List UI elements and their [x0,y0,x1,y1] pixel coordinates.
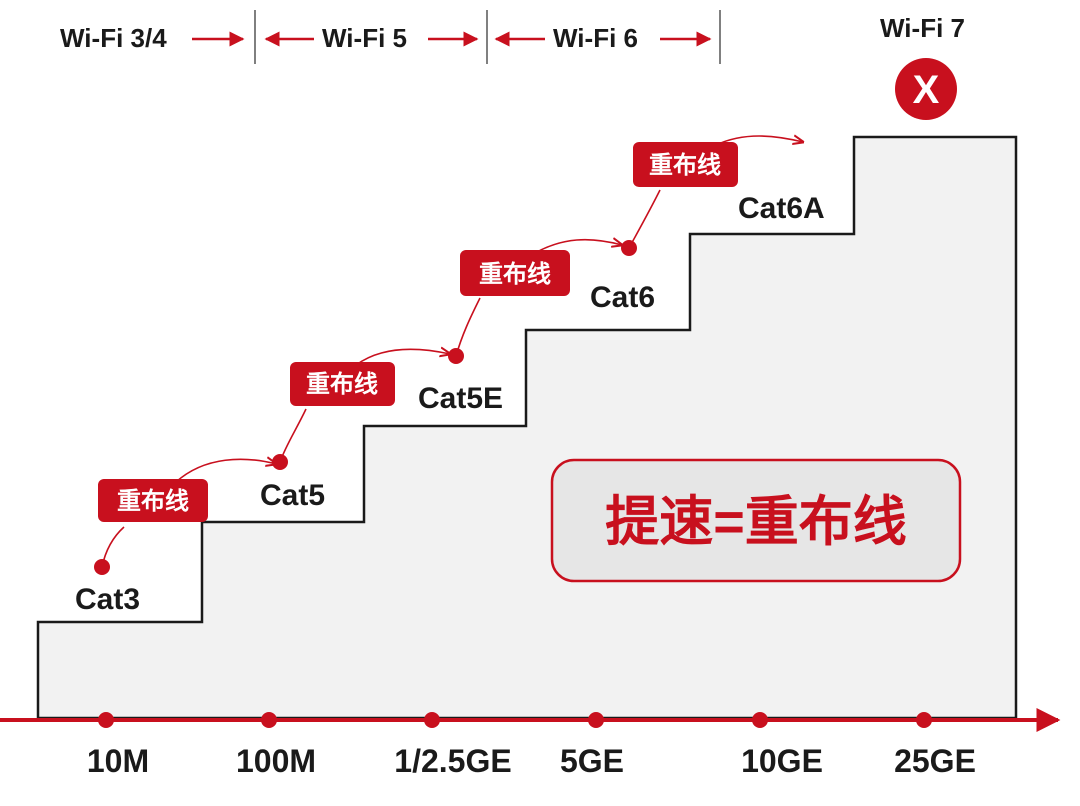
path-tag4-cat6a [715,136,803,146]
rewire-tag-4: 重布线 [633,142,738,187]
staircase [36,135,1018,720]
rewire-tag-label: 重布线 [306,370,378,398]
path-cat6-tag4 [628,189,661,249]
speed-dot-5ge [588,712,604,728]
speed-dot-25ge [916,712,932,728]
cable-label-cat5: Cat5 [260,479,325,512]
rewire-tag-label: 重布线 [649,151,721,179]
path-tag1-cat5 [175,459,276,483]
wifi-label-3-4: Wi-Fi 3/4 [60,23,167,53]
cable-label-cat5e: Cat5E [418,382,503,415]
rewire-tag-label: 重布线 [117,487,189,515]
speed-label-5ge: 5GE [560,743,624,779]
speed-label-1-2-5ge: 1/2.5GE [394,743,511,779]
path-cat5-tag2 [279,408,307,463]
x-mark: X [913,68,940,112]
wifi-label-6: Wi-Fi 6 [553,23,638,53]
speed-label-100m: 100M [236,743,316,779]
speed-label-10m: 10M [87,743,149,779]
speed-axis-dots [98,712,932,728]
rewire-tag-1: 重布线 [98,479,208,522]
banner-text: 提速=重布线 [605,492,907,552]
x-circle-icon: X [895,58,957,120]
speed-dot-1-2-5ge [424,712,440,728]
cable-dots [94,240,637,575]
dot-cat3 [94,559,110,575]
wifi-separators [254,10,721,64]
speed-label-25ge: 25GE [894,743,976,779]
rewire-tag-label: 重布线 [479,260,551,288]
speed-dot-10ge [752,712,768,728]
dot-cat5e [448,348,464,364]
speedup-banner: 提速=重布线 [550,458,962,583]
rewire-tag-3: 重布线 [460,250,570,296]
speed-dot-100m [261,712,277,728]
dot-cat5 [272,454,288,470]
rewire-tag-2: 重布线 [290,362,395,406]
wifi-label-7: Wi-Fi 7 [880,13,965,43]
wifi-label-5: Wi-Fi 5 [322,23,407,53]
cable-label-cat6: Cat6 [590,281,655,314]
speed-label-10ge: 10GE [741,743,823,779]
path-cat5e-tag3 [455,297,481,357]
cable-label-cat6a: Cat6A [738,192,825,225]
speed-dot-10m [98,712,114,728]
path-tag2-cat5e [355,349,450,366]
dot-cat6 [621,240,637,256]
cable-label-cat3: Cat3 [75,583,140,616]
